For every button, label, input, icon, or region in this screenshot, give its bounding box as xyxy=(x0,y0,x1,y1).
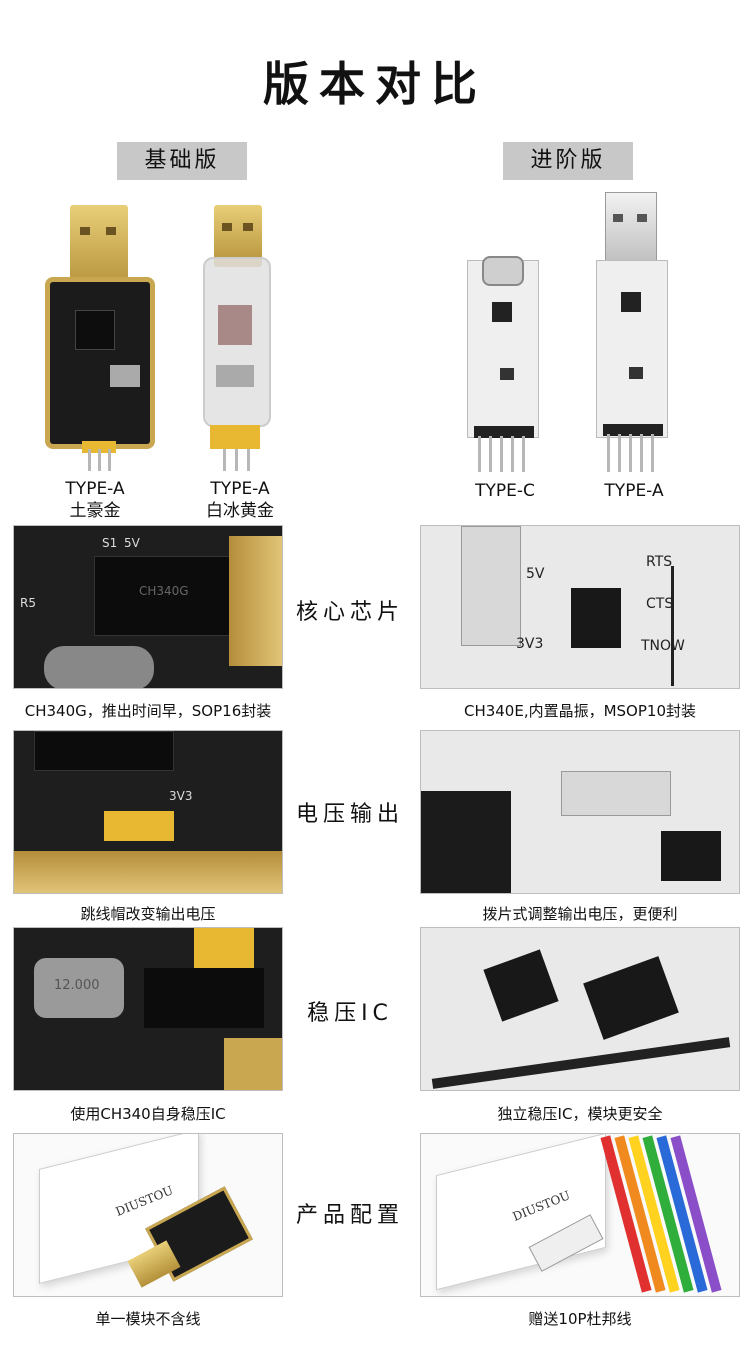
basic-desc-regulator-ic: 使用CH340自身稳压IC xyxy=(70,1105,226,1123)
product-advanced-typec xyxy=(462,240,544,475)
row-label-package-contents: 产品配置 xyxy=(295,1203,404,1228)
chip-marking: CH340G xyxy=(139,584,189,598)
advanced-version-tag: 进阶版 xyxy=(503,142,633,180)
basic-regulator-photo: 12.000 xyxy=(13,927,283,1091)
advanced-desc-core-chip: CH340E,内置晶振，MSOP10封装 xyxy=(463,702,697,720)
advanced-chip-photo: RTS CTS TNOW 5V 3V3 xyxy=(420,525,740,689)
basic-desc-core-chip: CH340G，推出时间早，SOP16封装 xyxy=(24,702,272,720)
page-title: 版本对比 xyxy=(263,57,487,111)
pcb-label-rts: RTS xyxy=(646,554,673,570)
basic-desc-voltage-output: 跳线帽改变输出电压 xyxy=(80,905,216,923)
product-type: TYPE-A xyxy=(604,481,664,501)
product-type: TYPE-A xyxy=(65,479,125,499)
basic-voltage-photo: 3V3 xyxy=(13,730,283,894)
product-basic-clear xyxy=(198,205,278,475)
product-basic-gold-caption: TYPE-A 土豪金 xyxy=(30,478,160,522)
advanced-desc-voltage-output: 拨片式调整输出电压，更便利 xyxy=(482,905,678,923)
pcb-label-s1: S1 xyxy=(102,536,118,550)
advanced-desc-package-contents: 赠送10P杜邦线 xyxy=(528,1310,632,1328)
product-type: TYPE-A xyxy=(210,479,270,499)
product-advanced-typea-caption: TYPE-A xyxy=(569,480,699,502)
product-name: 土豪金 xyxy=(69,501,121,521)
product-advanced-typec-caption: TYPE-C xyxy=(440,480,570,502)
crystal-marking: 12.000 xyxy=(54,978,100,993)
pcb-label-5v: 5V xyxy=(124,536,140,550)
product-type: TYPE-C xyxy=(475,481,535,501)
pcb-label-3v3: 3V3 xyxy=(169,789,193,803)
pcb-label-r5: R5 xyxy=(20,596,36,610)
row-label-voltage-output: 电压输出 xyxy=(295,802,404,827)
product-basic-gold xyxy=(40,205,160,475)
basic-desc-package-contents: 单一模块不含线 xyxy=(95,1310,201,1328)
pcb-label-5v-adv: 5V xyxy=(526,566,545,582)
product-basic-clear-caption: TYPE-A 白冰黄金 xyxy=(175,478,305,522)
basic-chip-photo: CH340G 5V S1 R5 xyxy=(13,525,283,689)
pcb-label-3v3-adv: 3V3 xyxy=(516,636,544,652)
product-advanced-typea xyxy=(591,192,673,475)
pcb-label-tnow: TNOW xyxy=(641,638,685,654)
advanced-package-photo: DIUSTOU xyxy=(420,1133,740,1297)
basic-version-tag: 基础版 xyxy=(117,142,247,180)
product-name: 白冰黄金 xyxy=(206,501,274,521)
advanced-desc-regulator-ic: 独立稳压IC，模块更安全 xyxy=(497,1105,663,1123)
row-label-core-chip: 核心芯片 xyxy=(295,600,404,625)
pcb-label-cts: CTS xyxy=(646,596,674,612)
row-label-regulator-ic: 稳压IC xyxy=(307,1001,393,1026)
basic-package-photo: DIUSTOU xyxy=(13,1133,283,1297)
advanced-regulator-photo xyxy=(420,927,740,1091)
advanced-voltage-photo xyxy=(420,730,740,894)
